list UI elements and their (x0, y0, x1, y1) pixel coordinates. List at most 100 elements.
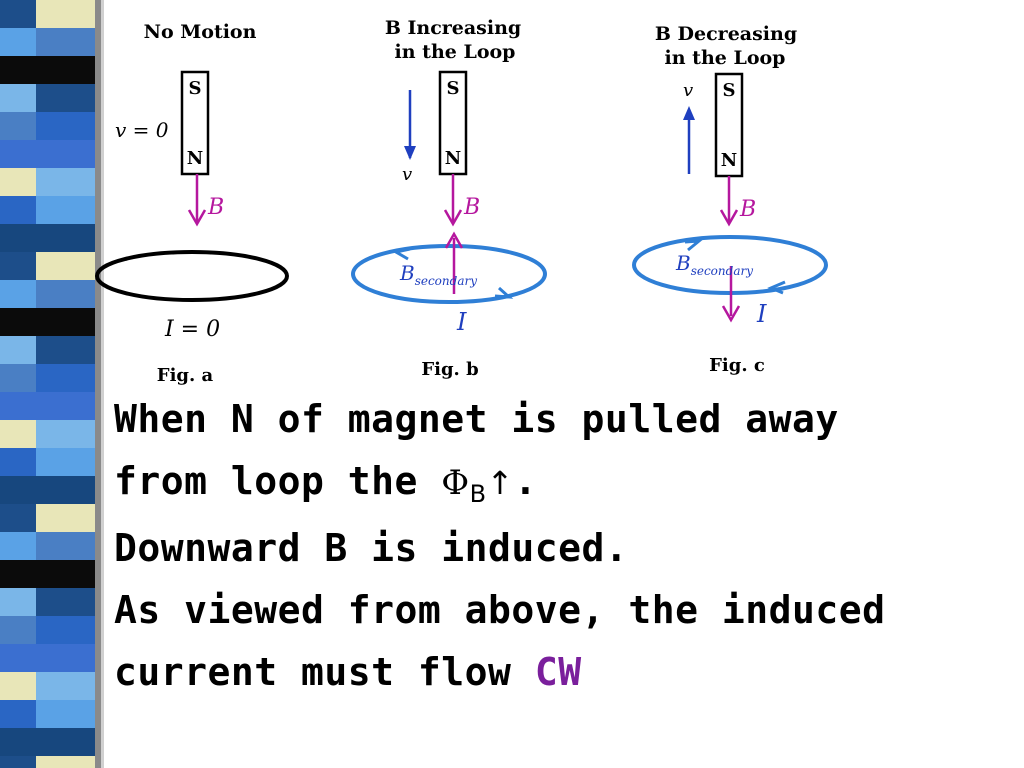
figure-c-velocity-label: v (683, 80, 693, 101)
stripe-block (0, 168, 36, 196)
stripe-block (0, 756, 36, 768)
stripe-block (0, 700, 36, 728)
figure-a-pole-north: N (187, 148, 203, 169)
figure-a-title: No Motion (144, 21, 257, 43)
stripe-block (0, 336, 36, 364)
stripe-block (0, 392, 36, 420)
figure-b-pole-north: N (445, 148, 461, 169)
stripe-block (36, 560, 95, 588)
stripe-block (36, 168, 95, 196)
stripe-block (0, 280, 36, 308)
figure-c-current-label: I (756, 300, 767, 328)
stripe-block (36, 392, 95, 420)
stripe-block (0, 196, 36, 224)
explanation-line-2: from loop the ΦB↑. (114, 450, 1014, 517)
stripe-block (0, 672, 36, 700)
stripe-block (0, 224, 36, 252)
stripe-block (0, 448, 36, 476)
stripe-block (0, 140, 36, 168)
stripe-block (36, 588, 95, 616)
figure-b-secondary-arrowhead (444, 231, 464, 249)
figure-a-caption: Fig. a (157, 365, 214, 386)
figure-b-loop-arrow-top (391, 247, 411, 261)
figure-a-field-arrowhead (187, 209, 207, 227)
figure-c-pole-north: N (721, 150, 737, 171)
flux-increase-arrow: ↑ (486, 464, 514, 502)
stripe-block (0, 504, 36, 532)
figure-c-field-arrowhead (719, 209, 739, 227)
figure-b-velocity-label: v (402, 164, 412, 185)
stripe-block (36, 252, 95, 280)
figure-a-field-label: B (207, 195, 224, 220)
stripe-block (36, 644, 95, 672)
stripe-block (0, 588, 36, 616)
stripe-block (0, 28, 36, 56)
figure-c-title-line2: in the Loop (665, 47, 786, 69)
figure-a-velocity-label: v = 0 (115, 118, 169, 142)
stripe-block (0, 308, 36, 336)
figure-b-title-line2: in the Loop (395, 41, 516, 63)
figure-b: B Increasing in the Loop S N v B Bsecond… (351, 17, 547, 380)
stripe-block (36, 532, 95, 560)
stripe-block (36, 224, 95, 252)
figure-a: No Motion S N v = 0 B I = 0 Fig. a (95, 21, 289, 386)
electromagnetic-induction-diagram: No Motion S N v = 0 B I = 0 Fig. a B Inc… (95, 17, 828, 386)
stripe-block (36, 28, 95, 56)
figure-c-secondary-label: Bsecondary (675, 251, 753, 278)
explanation-line-3: Downward B is induced. (114, 526, 629, 570)
explanation-line-2-text: from loop the (114, 459, 442, 503)
figure-c-pole-south: S (723, 80, 736, 101)
explanation-line-4: As viewed from above, the induced (114, 588, 886, 632)
figure-b-title-line1: B Increasing (385, 17, 521, 39)
stripe-block (36, 280, 95, 308)
flux-symbol: Φ (441, 463, 470, 503)
stripe-block (36, 0, 95, 28)
figure-c-velocity-arrowhead (683, 106, 695, 120)
figure-a-current-label: I = 0 (164, 317, 220, 342)
figure-c: B Decreasing in the Loop S N v B Bsecond… (632, 23, 828, 376)
explanation-line-1: When N of magnet is pulled away (114, 397, 839, 441)
stripe-block (36, 112, 95, 140)
stripe-block (36, 700, 95, 728)
stripe-block (0, 112, 36, 140)
figure-a-loop (95, 250, 289, 302)
figure-b-loop (351, 244, 547, 304)
figure-c-loop-arrow-bottom (767, 280, 786, 295)
figure-c-secondary-arrowhead (721, 305, 741, 323)
stripe-block (36, 728, 95, 756)
figure-c-field-label: B (739, 197, 756, 222)
decorative-stripe-bar (0, 0, 115, 768)
figure-b-field-label: B (463, 195, 480, 220)
figure-b-field-arrowhead (443, 209, 463, 227)
figure-b-current-label: I (456, 308, 467, 336)
stripe-block (0, 476, 36, 504)
figure-a-magnet (180, 70, 210, 176)
stripe-block (36, 364, 95, 392)
stripe-block (36, 672, 95, 700)
stripe-block (36, 756, 95, 768)
stripe-block (0, 364, 36, 392)
stripe-block (0, 728, 36, 756)
stripe-block (36, 448, 95, 476)
stripe-block (0, 84, 36, 112)
stripe-block (0, 56, 36, 84)
figure-b-loop-arrow-bottom (494, 286, 514, 299)
figure-b-secondary-label: Bsecondary (399, 261, 477, 288)
stripe-block (36, 196, 95, 224)
stripe-block (36, 616, 95, 644)
explanation-line-5-text: current must flow (114, 650, 535, 694)
explanation-line-2-end: . (513, 459, 538, 503)
stripe-block (0, 644, 36, 672)
stripe-block (36, 504, 95, 532)
stripe-block (0, 0, 36, 28)
stripe-block (36, 420, 95, 448)
figure-a-pole-south: S (189, 78, 202, 99)
figure-b-caption: Fig. b (421, 359, 478, 380)
figure-c-title-line1: B Decreasing (655, 23, 797, 45)
stripe-block (36, 336, 95, 364)
stripe-block (0, 252, 36, 280)
stripe-block (0, 420, 36, 448)
clockwise-label: CW (534, 650, 582, 694)
figure-c-caption: Fig. c (709, 355, 765, 376)
stripe-block (36, 56, 95, 84)
